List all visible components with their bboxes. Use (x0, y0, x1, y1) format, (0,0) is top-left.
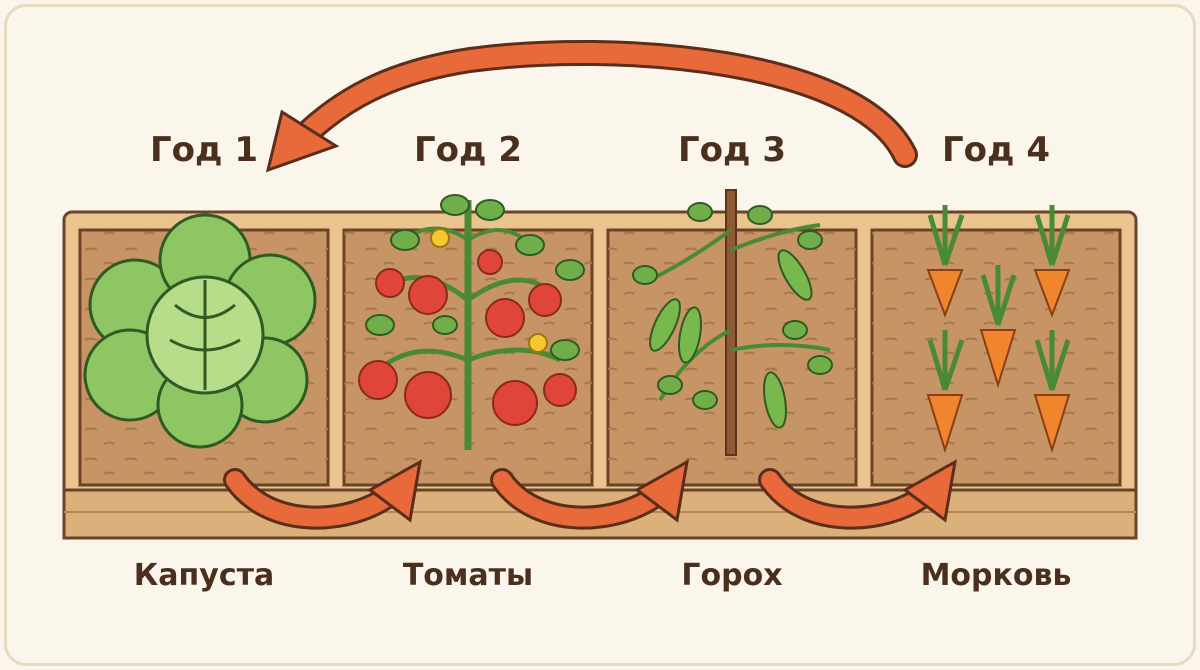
crop-label-tomatoes: Томаты (402, 558, 534, 593)
year-label-2: Год 2 (414, 130, 522, 170)
crop-label-carrots: Морковь (920, 558, 1072, 593)
tomato-plant-illustration (358, 194, 585, 450)
carrot (926, 330, 965, 454)
crop-label-cabbage: Капуста (133, 558, 275, 593)
year-label-3: Год 3 (678, 130, 786, 170)
return-arrow (265, 39, 918, 173)
carrots-illustration (926, 205, 1071, 454)
pea-plant-illustration (632, 189, 833, 456)
cabbage-illustration (83, 213, 317, 449)
carrot (926, 205, 965, 318)
transition-arrow-2-3 (490, 459, 690, 530)
carrot (979, 265, 1017, 389)
year-label-4: Год 4 (942, 130, 1050, 170)
transition-arrow-1-2 (223, 459, 423, 530)
crop-label-peas: Горох (681, 558, 783, 593)
carrot (1033, 330, 1071, 454)
year-label-1: Год 1 (150, 130, 258, 170)
transition-arrow-3-4 (758, 459, 958, 530)
carrot (1033, 205, 1071, 318)
